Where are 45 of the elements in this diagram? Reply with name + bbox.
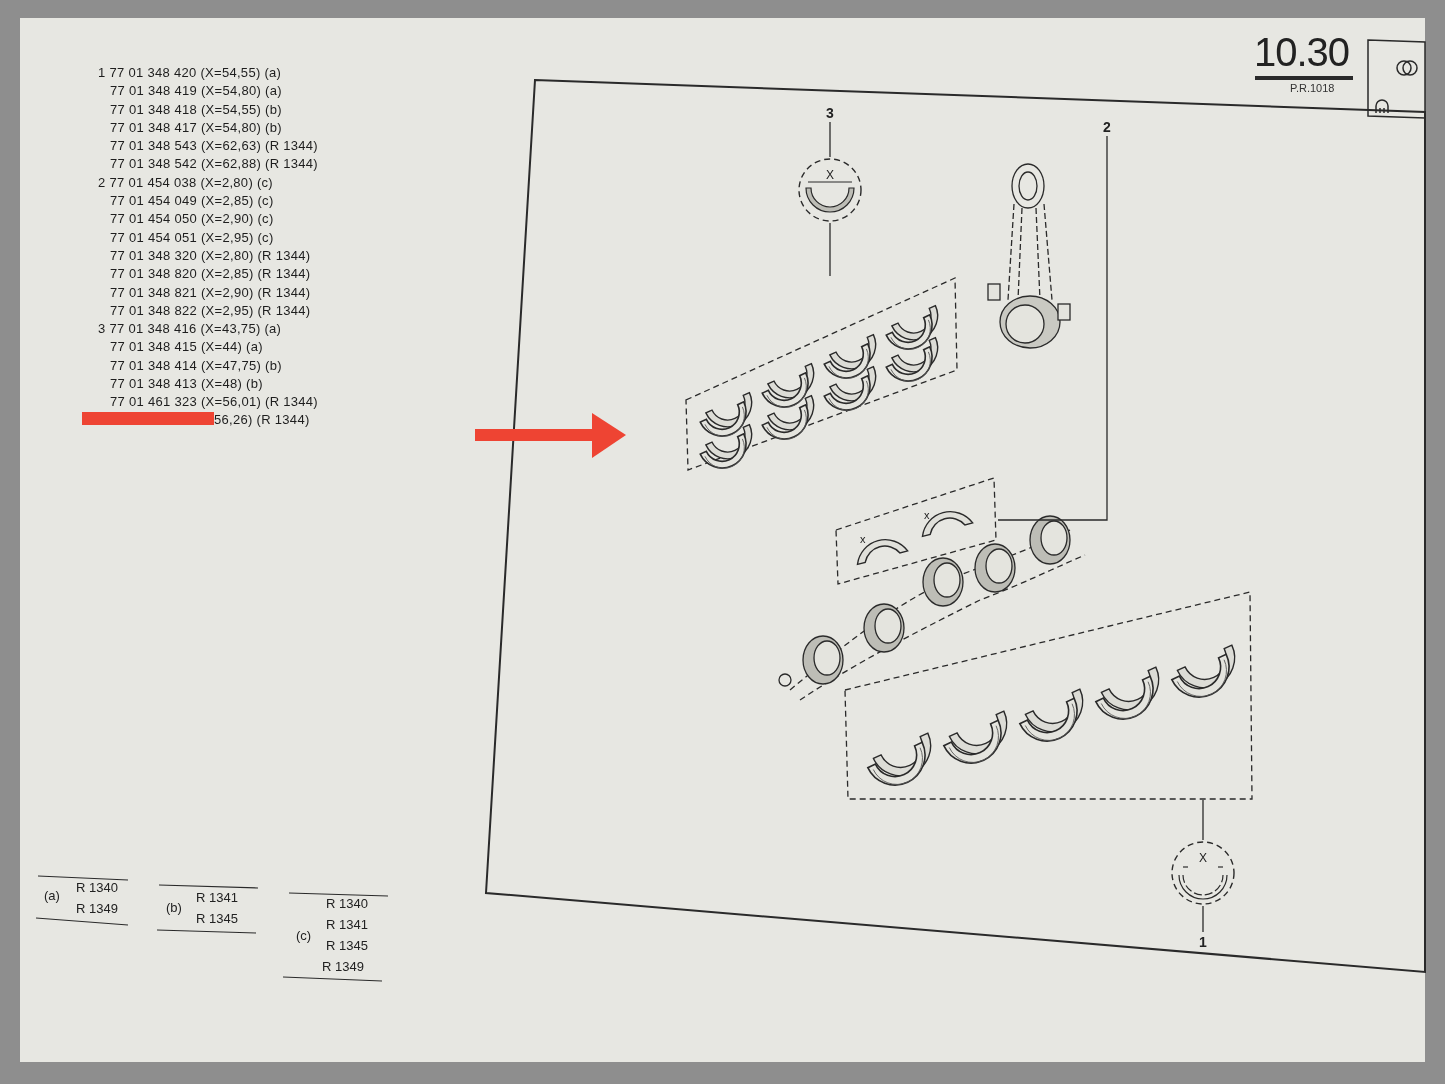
callout-number: 1 — [1198, 932, 1208, 951]
part-number-line: 77 01 461 323 (X=56,01) (R 1344) — [109, 393, 318, 412]
dimension-mark: x — [860, 534, 866, 545]
leader-line — [997, 135, 1108, 521]
variant-code: (b) — [166, 901, 182, 914]
reference-code: P.R.1018 — [1290, 83, 1335, 94]
variant-code: R 1349 — [76, 902, 118, 915]
dimension-mark: X — [1199, 852, 1207, 864]
part-number-line: 77 01 348 413 (X=48) (b) — [109, 375, 264, 394]
variant-code: R 1349 — [322, 960, 364, 973]
variant-code: (c) — [296, 929, 312, 942]
part-number-line: 77 01 348 543 (X=62,63) (R 1344) — [109, 137, 318, 156]
part-number-line: 77 01 454 051 (X=2,95) (c) — [109, 228, 275, 247]
part-number-line: 77 01 348 320 (X=2,80) (R 1344) — [109, 246, 312, 265]
variant-code: R 1345 — [196, 912, 238, 925]
variant-code: R 1340 — [326, 897, 368, 910]
leader-line — [829, 121, 831, 158]
part-number-line: 1 77 01 348 420 (X=54,55) (a) — [98, 64, 283, 82]
variant-code: (a) — [44, 889, 60, 902]
page-number: 10.30 — [1254, 32, 1350, 72]
leader-line — [829, 222, 831, 277]
part-number-line: 56,26) (R 1344) — [214, 411, 310, 429]
part-number-line: 3 77 01 348 416 (X=43,75) (a) — [98, 320, 283, 339]
callout-number: 3 — [825, 103, 835, 122]
part-number-line: 77 01 348 822 (X=2,95) (R 1344) — [109, 301, 312, 320]
variant-code: R 1341 — [326, 918, 368, 931]
leader-line — [1202, 799, 1204, 841]
dimension-mark: X — [826, 169, 834, 181]
part-number-line: 77 01 454 049 (X=2,85) (c) — [109, 192, 275, 211]
part-number-line: 77 01 348 820 (X=2,85) (R 1344) — [109, 265, 312, 284]
part-number-line: 77 01 348 419 (X=54,80) (a) — [109, 82, 283, 101]
callout-number: 2 — [1102, 117, 1112, 136]
leader-line — [1202, 905, 1204, 933]
part-number-line: 2 77 01 454 038 (X=2,80) (c) — [98, 173, 274, 192]
part-number-line: 77 01 454 050 (X=2,90) (c) — [109, 210, 275, 229]
variant-code: R 1341 — [196, 891, 238, 904]
variant-code: R 1340 — [76, 881, 118, 894]
dimension-mark: x — [924, 510, 930, 521]
part-number-line: 77 01 348 414 (X=47,75) (b) — [109, 356, 283, 375]
part-number-line: 77 01 348 542 (X=62,88) (R 1344) — [109, 155, 318, 174]
variant-code: R 1345 — [326, 939, 368, 952]
part-number-line: 77 01 348 417 (X=54,80) (b) — [109, 118, 283, 137]
part-number-line: 77 01 348 418 (X=54,55) (b) — [109, 100, 283, 119]
part-number-line: 77 01 348 415 (X=44) (a) — [109, 338, 264, 357]
part-number-line: 77 01 348 821 (X=2,90) (R 1344) — [109, 283, 312, 302]
